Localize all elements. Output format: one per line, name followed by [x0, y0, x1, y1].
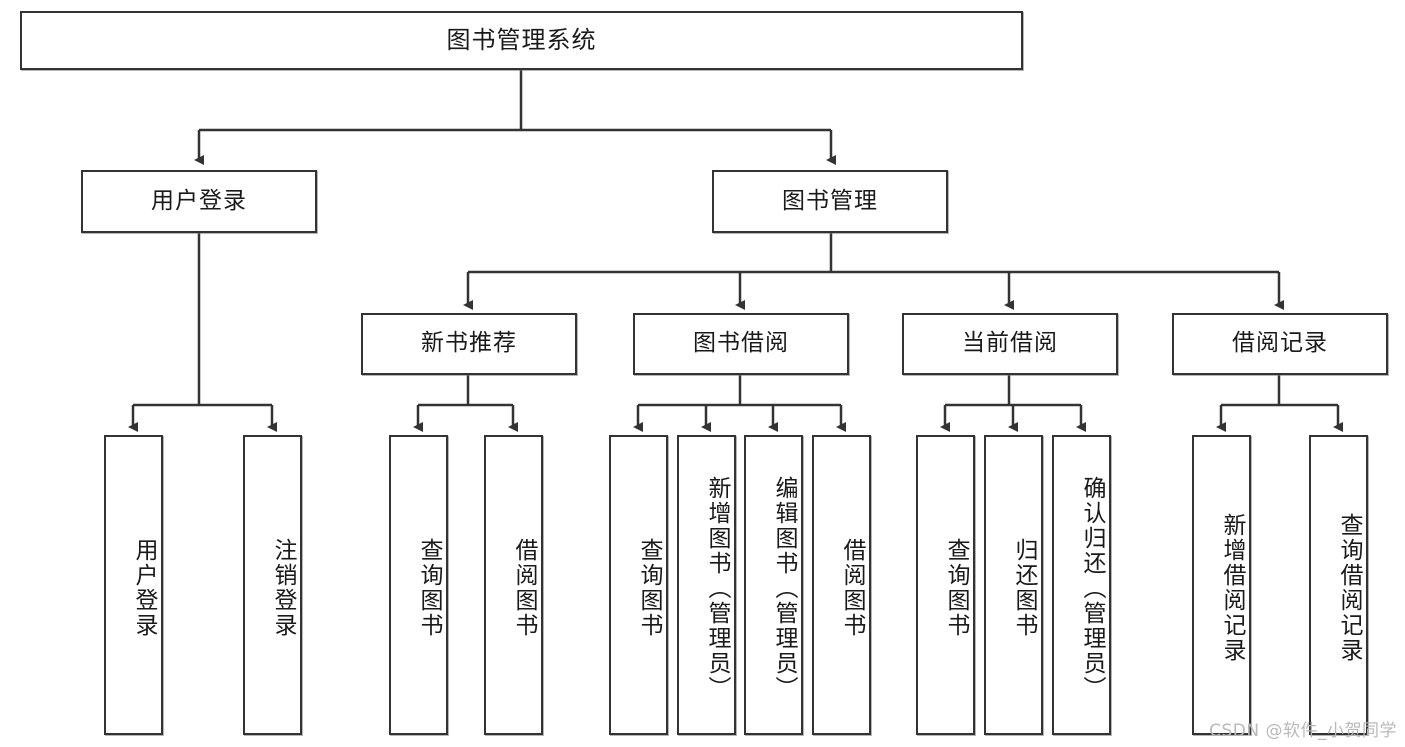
leaf-logout[interactable]: 注销登录 — [243, 435, 302, 735]
node-label: 编辑图书（管理员） — [771, 475, 797, 701]
node-label: 新书推荐 — [421, 330, 517, 357]
node-label: 借阅记录 — [1232, 330, 1328, 357]
node-user-login[interactable]: 用户登录 — [81, 170, 317, 233]
node-label: 确认归还（管理员） — [1079, 475, 1105, 701]
leaf-query-book-recommend[interactable]: 查询图书 — [389, 435, 448, 735]
node-label: 新增图书（管理员） — [704, 475, 730, 701]
node-book-management-system[interactable]: 图书管理系统 — [20, 11, 1023, 70]
node-label: 新增借阅记录 — [1219, 513, 1245, 663]
leaf-add-book-admin[interactable]: 新增图书（管理员） — [677, 435, 736, 735]
leaf-user-login[interactable]: 用户登录 — [104, 435, 163, 735]
leaf-query-borrow-record[interactable]: 查询借阅记录 — [1309, 435, 1368, 735]
node-label: 图书借阅 — [693, 330, 789, 357]
node-label: 图书管理 — [782, 187, 878, 214]
csdn-watermark: CSDN @软件_小贺同学 — [1209, 721, 1397, 741]
node-label: 查询图书 — [416, 538, 442, 638]
node-borrow-record[interactable]: 借阅记录 — [1172, 313, 1388, 375]
leaf-return-book[interactable]: 归还图书 — [984, 435, 1043, 735]
node-book-borrow[interactable]: 图书借阅 — [633, 313, 849, 375]
leaf-confirm-return-admin[interactable]: 确认归还（管理员） — [1052, 435, 1111, 735]
leaf-add-borrow-record[interactable]: 新增借阅记录 — [1192, 435, 1251, 735]
node-label: 借阅图书 — [511, 538, 537, 638]
node-book-management[interactable]: 图书管理 — [712, 170, 948, 233]
node-label: 查询图书 — [943, 538, 969, 638]
node-label: 归还图书 — [1011, 538, 1037, 638]
leaf-query-book-borrow[interactable]: 查询图书 — [609, 435, 668, 735]
node-label: 查询图书 — [636, 538, 662, 638]
node-label: 注销登录 — [270, 538, 296, 638]
node-label: 当前借阅 — [962, 330, 1058, 357]
node-label: 用户登录 — [151, 187, 247, 214]
leaf-borrow-book-recommend[interactable]: 借阅图书 — [484, 435, 543, 735]
node-label: 图书管理系统 — [446, 26, 597, 55]
node-label: 用户登录 — [131, 538, 157, 638]
leaf-edit-book-admin[interactable]: 编辑图书（管理员） — [744, 435, 803, 735]
node-label: 借阅图书 — [839, 538, 865, 638]
leaf-borrow-book[interactable]: 借阅图书 — [812, 435, 871, 735]
node-new-book-recommend[interactable]: 新书推荐 — [361, 313, 577, 375]
leaf-query-book-current[interactable]: 查询图书 — [916, 435, 975, 735]
node-label: 查询借阅记录 — [1336, 513, 1362, 663]
node-current-borrow[interactable]: 当前借阅 — [902, 313, 1118, 375]
